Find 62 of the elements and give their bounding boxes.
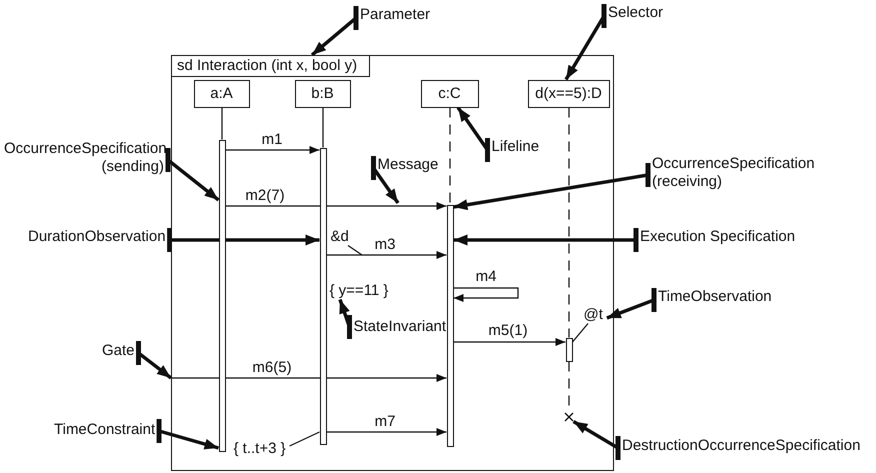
callout-label: Gate [98,342,139,360]
leader-line [572,420,620,460]
message-arrow [326,428,446,436]
message-arrow [326,251,446,259]
activation-bar [218,140,226,452]
callout-label: StateInvariant [350,318,450,336]
leader-line [166,148,220,202]
message-label: m6(5) [252,359,292,377]
leader-line [338,298,352,339]
message-label: m4 [476,268,496,286]
message-label: m2(7) [245,187,285,205]
destruction-mark [564,412,574,422]
leader-line [606,288,656,320]
leader-line [456,106,490,162]
interaction-frame [171,55,614,471]
leader-line [310,6,358,56]
connector-line [289,431,320,447]
leader-line [453,163,650,210]
message-label: m5(1) [488,322,528,340]
leader-line [454,228,638,252]
message-arrow [454,338,566,346]
leader-line [371,156,400,204]
lifeline-head: a:A [194,80,250,108]
callout-label: TimeObservation [654,288,776,306]
leader-line [136,341,172,380]
annotation-text: @t [580,306,607,324]
callout-label: Message [374,156,442,174]
callout-label: Execution Specification [636,228,800,246]
lifeline [568,108,570,338]
message-label: m3 [374,236,396,254]
lifeline [322,108,324,148]
lifeline [221,108,223,140]
lifeline [449,108,451,204]
lifeline-head: b:B [294,80,350,108]
annotation-text: &d [326,228,353,246]
callout-label: OccurrenceSpecification (sending) [0,140,168,176]
activation-bar [320,148,326,444]
connector-line [348,245,362,256]
message-arrow [226,146,320,154]
leader-line [167,228,320,252]
callout-label: TimeConstraint [50,421,160,439]
message-label: m1 [262,131,282,149]
lifeline-head: c:C [420,80,478,108]
annotation-text: { y==11 } [326,282,392,300]
callout-label: Parameter [356,6,434,24]
message-arrow [454,287,519,302]
leader-line [564,4,606,80]
leader-line [156,419,219,450]
message-arrow [226,202,446,210]
connector-line [572,323,588,342]
activation-bar [446,204,454,446]
activation-bar [566,338,572,362]
callout-label: Selector [604,4,668,22]
callout-label: DurationObservation [24,228,170,246]
callout-label: Lifeline [488,138,544,156]
annotation-text: { t..t+3 } [230,440,290,458]
message-arrow [171,374,446,382]
callout-label: DestructionOccurrenceSpecification [618,437,864,455]
message-label: m7 [374,413,396,431]
lifeline-head: d(x==5):D [528,80,610,108]
callout-label: OccurrenceSpecification (receiving) [648,155,828,191]
frame-heading: sd Interaction (int x, bool y) [172,56,370,77]
